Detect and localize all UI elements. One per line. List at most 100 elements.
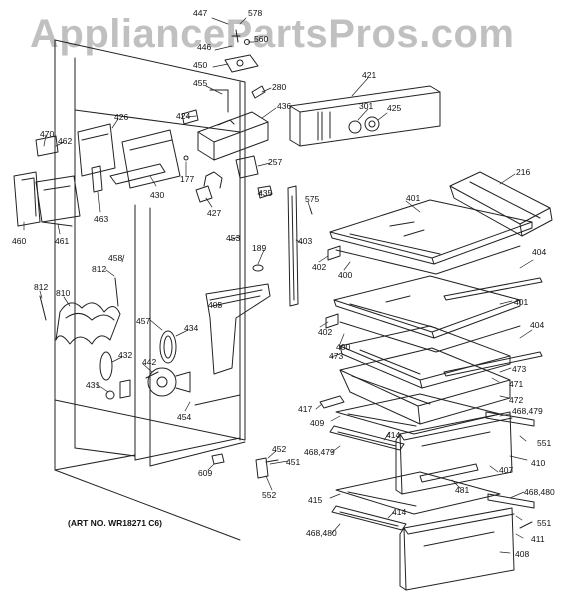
part-callout[interactable]: 415 <box>308 495 323 505</box>
drawer-slide-468-480-left <box>331 505 407 531</box>
part-callout[interactable]: 458 <box>108 253 123 263</box>
part-callout[interactable]: 407 <box>499 465 514 475</box>
drawer-407 <box>395 411 513 495</box>
part-callout[interactable]: 551 <box>537 438 552 448</box>
part-callout[interactable]: 451 <box>286 457 301 467</box>
part-callout[interactable]: 575 <box>305 194 320 204</box>
part-callout[interactable]: 436 <box>277 101 292 111</box>
part-callout[interactable]: 455 <box>193 78 208 88</box>
part-callout[interactable]: 404 <box>532 247 547 257</box>
shelf-trim-404-lower <box>443 351 543 377</box>
control-housing <box>181 109 269 161</box>
part-callout[interactable]: 402 <box>312 262 327 272</box>
crisper-cover-471 <box>339 325 511 389</box>
part-callout[interactable]: 812 <box>92 264 107 274</box>
drawer-slide-468-479-left <box>329 425 405 451</box>
part-callout[interactable]: 461 <box>55 236 70 246</box>
part-callout[interactable]: 471 <box>509 379 524 389</box>
part-callout[interactable]: 472 <box>509 395 524 405</box>
part-callout[interactable]: 452 <box>272 444 287 454</box>
drawer-slide-468-479-right <box>485 411 535 427</box>
part-callout[interactable]: 189 <box>252 243 267 253</box>
crisper-pan-472 <box>339 347 511 425</box>
part-callout[interactable]: 216 <box>516 167 531 177</box>
part-callout[interactable]: 442 <box>142 357 157 367</box>
glass-shelf-401-lower <box>333 275 521 339</box>
part-callout[interactable]: 435 <box>258 188 273 198</box>
shelf-bracket-402-upper <box>327 245 341 261</box>
part-callout[interactable]: 463 <box>94 214 109 224</box>
part-callout[interactable]: 462 <box>58 136 73 146</box>
air-ducts <box>35 123 181 193</box>
part-callout[interactable]: 403 <box>298 236 313 246</box>
cabinet-frame <box>54 39 246 541</box>
top-crisper-216 <box>449 171 553 237</box>
part-callout[interactable]: 401 <box>514 297 529 307</box>
part-callout[interactable]: 552 <box>262 490 277 500</box>
part-callout[interactable]: 812 <box>34 282 49 292</box>
clip-411 <box>519 521 533 529</box>
part-callout[interactable]: 450 <box>193 60 208 70</box>
part-callout[interactable]: 470 <box>40 129 55 139</box>
part-callout[interactable]: 468,479 <box>304 447 335 457</box>
part-callout[interactable]: 432 <box>118 350 133 360</box>
part-callout[interactable]: 404 <box>530 320 545 330</box>
part-callout[interactable]: 402 <box>318 327 333 337</box>
part-callout[interactable]: 551 <box>537 518 552 528</box>
part-callout[interactable]: 177 <box>180 174 195 184</box>
shelf-bracket-402-lower <box>325 313 339 329</box>
leader-lines <box>23 17 534 554</box>
part-callout[interactable]: 810 <box>56 288 71 298</box>
drawer-frame-415 <box>335 471 501 515</box>
part-callout[interactable]: 257 <box>268 157 283 167</box>
part-callout[interactable]: 427 <box>207 208 222 218</box>
part-callout[interactable]: 468,479 <box>512 406 543 416</box>
part-callout[interactable]: 409 <box>310 418 325 428</box>
part-callout[interactable]: 424 <box>176 111 191 121</box>
part-callout[interactable]: 578 <box>248 8 263 18</box>
part-callout[interactable]: 405 <box>208 300 223 310</box>
part-callout[interactable]: 454 <box>177 412 192 422</box>
art-number-note: (ART NO. WR18271 C6) <box>68 518 162 528</box>
part-callout[interactable]: 434 <box>184 323 199 333</box>
evaporator-coil <box>39 277 121 345</box>
bottom-hinge <box>211 453 279 479</box>
part-callout[interactable]: 468,480 <box>306 528 337 538</box>
part-callout[interactable]: 401 <box>406 193 421 203</box>
part-callout[interactable]: 447 <box>193 8 208 18</box>
part-callout[interactable]: 446 <box>197 42 212 52</box>
left-brackets <box>13 171 81 227</box>
part-callout[interactable]: 473 <box>329 351 344 361</box>
part-callout[interactable]: 609 <box>198 468 213 478</box>
drawer-slide-417 <box>319 395 345 409</box>
part-callout[interactable]: 417 <box>298 404 313 414</box>
part-callout[interactable]: 430 <box>150 190 165 200</box>
part-callout[interactable]: 414 <box>392 507 407 517</box>
part-callout[interactable]: 473 <box>512 364 527 374</box>
part-callout[interactable]: 411 <box>531 534 545 544</box>
part-callout[interactable]: 460 <box>12 236 27 246</box>
part-callout[interactable]: 410 <box>531 458 546 468</box>
electrical-parts <box>183 155 273 203</box>
part-callout[interactable]: 400 <box>336 342 351 352</box>
part-callout[interactable]: 280 <box>272 82 287 92</box>
fan-motor <box>99 330 191 400</box>
part-callout[interactable]: 426 <box>114 112 129 122</box>
part-callout[interactable]: 468,480 <box>524 487 555 497</box>
shelf-trim-404-upper <box>443 277 543 301</box>
part-callout[interactable]: 481 <box>455 485 470 495</box>
part-callout[interactable]: 425 <box>387 103 402 113</box>
part-callout[interactable]: 421 <box>362 70 377 80</box>
part-callout[interactable]: 431 <box>86 380 101 390</box>
air-duct-405 <box>205 283 271 375</box>
drawer-slide-468-480-right <box>487 493 535 509</box>
part-callout[interactable]: 457 <box>136 316 151 326</box>
part-callout[interactable]: 301 <box>359 101 374 111</box>
part-callout[interactable]: 414 <box>386 430 401 440</box>
part-callout[interactable]: 453 <box>226 233 241 243</box>
part-callout[interactable]: 408 <box>515 549 530 559</box>
part-callout[interactable]: 400 <box>338 270 353 280</box>
part-callout[interactable]: 560 <box>254 34 269 44</box>
glass-shelf-401-upper <box>329 199 533 265</box>
